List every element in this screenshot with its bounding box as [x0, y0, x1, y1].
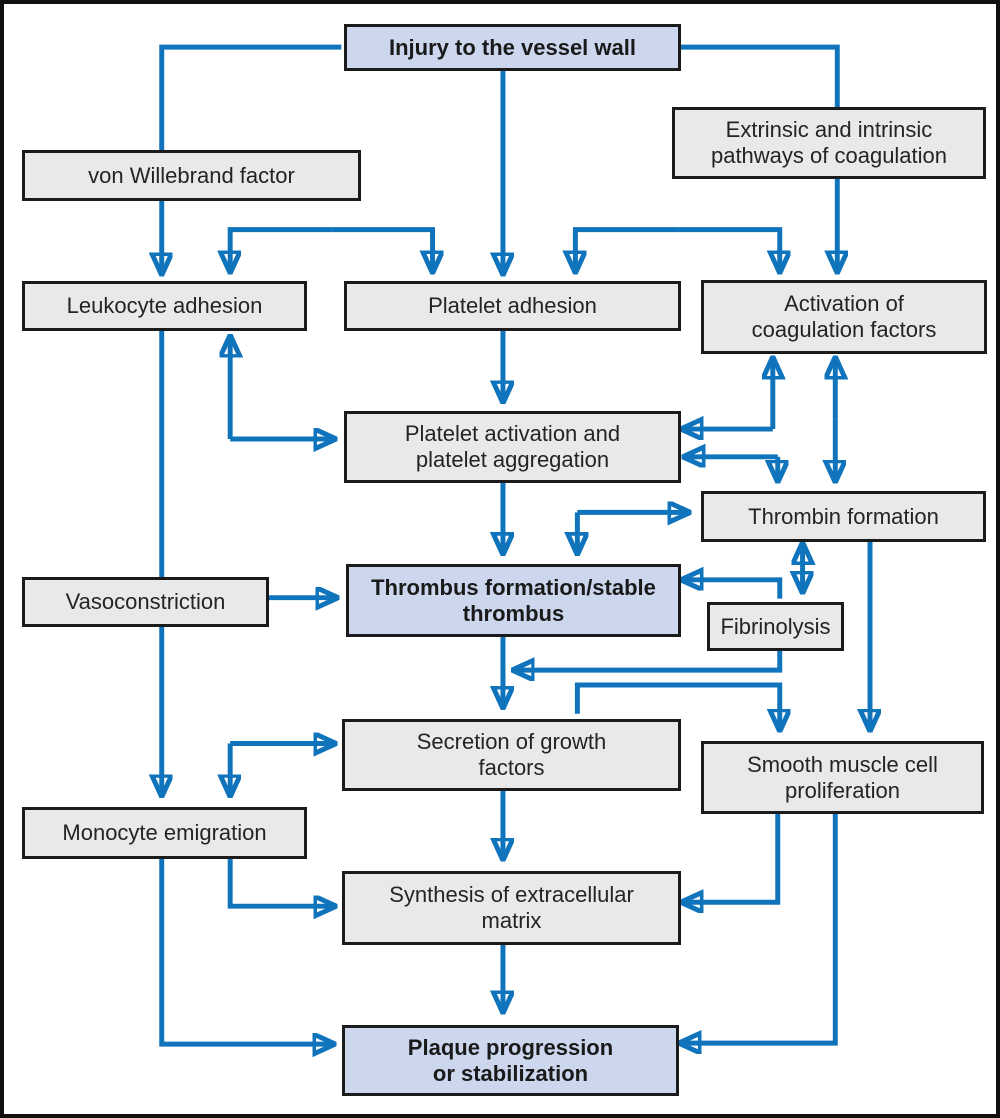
- node-smooth-muscle-proliferation: Smooth muscle cell proliferation: [701, 741, 984, 814]
- edge-mono-synthesis: [227, 852, 334, 907]
- edge-bracket-left-a: [230, 227, 332, 272]
- edge-smooth-plaque: [681, 807, 838, 1043]
- node-leukocyte-adhesion: Leukocyte adhesion: [22, 281, 307, 331]
- node-label: matrix: [481, 908, 542, 933]
- node-label: Activation of: [784, 291, 904, 316]
- edge-bracket-right-a: [575, 227, 679, 272]
- node-label: factors: [478, 755, 545, 780]
- node-activation-coagulation-factors: Activation of coagulation factors: [701, 280, 987, 354]
- node-label: Platelet adhesion: [428, 293, 597, 318]
- edge-injury-activation: [675, 44, 838, 271]
- node-label: Plaque progression: [407, 1034, 614, 1060]
- node-label: Leukocyte adhesion: [66, 293, 263, 318]
- edge-bracket-right-b: [678, 227, 780, 272]
- edge-smooth-synthesis: [683, 807, 781, 902]
- node-secretion-growth-factors: Secretion of growth factors: [342, 719, 681, 791]
- node-label: platelet aggregation: [415, 447, 610, 472]
- node-extrinsic-intrinsic-pathways: Extrinsic and intrinsic pathways of coag…: [672, 107, 986, 179]
- node-fibrinolysis: Fibrinolysis: [707, 602, 844, 651]
- node-label: proliferation: [785, 777, 900, 803]
- node-label: Monocyte emigration: [62, 820, 267, 845]
- node-label: Extrinsic and intrinsic: [725, 117, 933, 142]
- node-label: von Willebrand factor: [88, 162, 295, 188]
- node-platelet-adhesion: Platelet adhesion: [344, 281, 681, 331]
- node-monocyte-emigration: Monocyte emigration: [22, 807, 307, 859]
- connector-layer: [4, 44, 996, 1114]
- node-label: coagulation factors: [751, 317, 937, 342]
- node-injury-to-vessel-wall: Injury to the vessel wall: [344, 24, 681, 71]
- node-thrombus-formation: Thrombus formation/stable thrombus: [346, 564, 681, 637]
- node-label: Fibrinolysis: [720, 613, 831, 639]
- node-label: pathways of coagulation: [710, 143, 948, 168]
- node-vasoconstriction: Vasoconstriction: [22, 577, 269, 627]
- edge-mono-plaque: [159, 852, 334, 1044]
- node-label: Platelet activation and: [404, 421, 621, 446]
- node-label: Thrombus formation/stable: [371, 574, 656, 600]
- node-label: Thrombin formation: [748, 503, 939, 529]
- node-plaque-progression: Plaque progression or stabilization: [342, 1025, 679, 1096]
- node-synthesis-extracellular-matrix: Synthesis of extracellular matrix: [342, 871, 681, 945]
- edge-secretion-smooth: [574, 682, 779, 730]
- node-thrombin-formation: Thrombin formation: [701, 491, 986, 542]
- node-label: Smooth muscle cell: [747, 751, 938, 777]
- node-von-willebrand-factor: von Willebrand factor: [22, 150, 361, 201]
- node-label: Injury to the vessel wall: [389, 34, 636, 60]
- edge-fibrin-feedback: [514, 645, 783, 670]
- node-label: Secretion of growth: [416, 729, 607, 754]
- node-platelet-activation-aggregation: Platelet activation and platelet aggrega…: [344, 411, 681, 483]
- node-label: thrombus: [462, 600, 565, 626]
- edge-fibrin-thrombus: [683, 580, 783, 599]
- node-label: Vasoconstriction: [65, 589, 226, 614]
- edge-bracket-left-b: [331, 227, 432, 272]
- node-label: or stabilization: [432, 1060, 589, 1086]
- node-label: Synthesis of extracellular: [389, 882, 634, 907]
